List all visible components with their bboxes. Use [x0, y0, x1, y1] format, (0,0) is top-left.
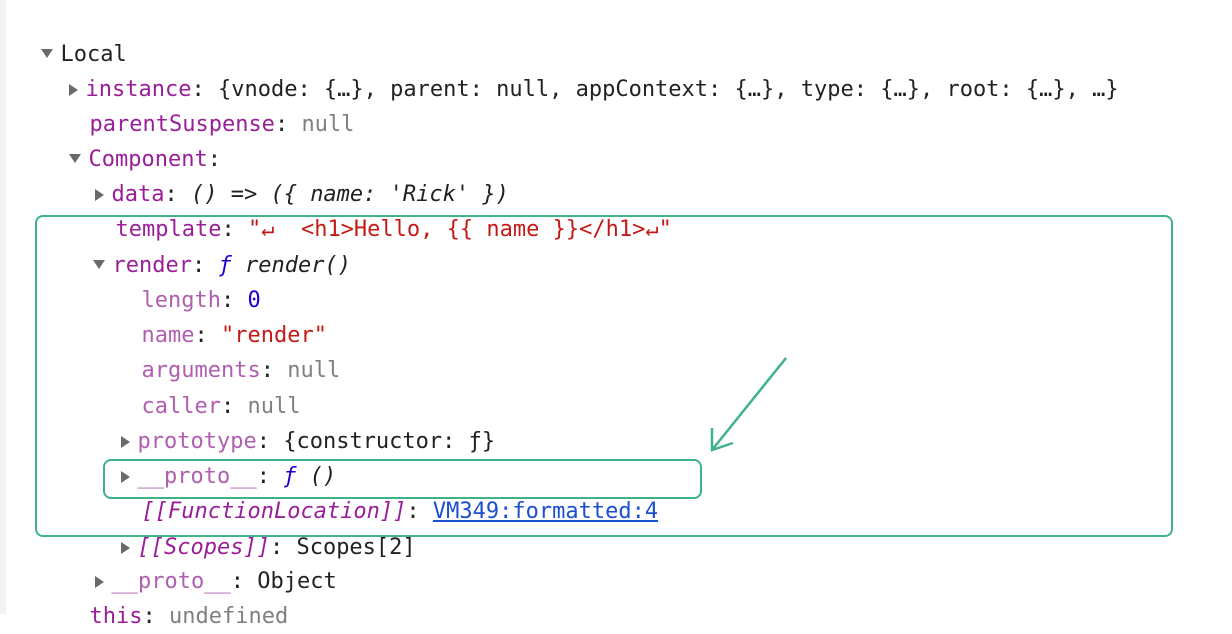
function-location-link[interactable]: VM349:formatted:4 [432, 499, 659, 524]
property-parent-suspense: parentSuspense: null [89, 112, 355, 137]
property-key: render [112, 253, 192, 278]
property-value: () [309, 464, 337, 489]
property-key: caller [141, 394, 221, 419]
function-symbol: ƒ [218, 253, 232, 278]
expand-triangle-icon[interactable] [94, 189, 104, 201]
property-value: {vnode: {…}, parent: null, appContext: {… [217, 77, 1119, 102]
property-value: Scopes[2] [296, 535, 416, 560]
property-key: __proto__ [111, 569, 231, 594]
property-key: data [111, 182, 165, 207]
property-key: prototype [137, 429, 257, 454]
property-key: instance [85, 77, 192, 102]
collapse-triangle-icon[interactable] [68, 153, 81, 163]
property-length: length: 0 [141, 288, 261, 313]
property-value: () => ({ name: 'Rick' }) [190, 182, 509, 207]
property-value: undefined [168, 604, 289, 629]
property-scopes[interactable]: [[Scopes]]: Scopes[2] [94, 497, 416, 560]
expand-triangle-icon[interactable] [68, 84, 78, 96]
scope-title: Local [60, 42, 127, 67]
scope-local-header[interactable]: Local [14, 4, 127, 67]
property-function-location: [[FunctionLocation]]: VM349:formatted:4 [141, 499, 659, 524]
expand-triangle-icon[interactable] [94, 576, 104, 588]
property-key: parentSuspense [89, 112, 275, 137]
property-caller: caller: null [141, 394, 301, 419]
property-key: this [89, 604, 143, 629]
property-name: name: "render" [141, 323, 327, 348]
property-value: Object [257, 569, 337, 594]
property-key: name [141, 323, 195, 348]
property-this: this: undefined [89, 604, 289, 629]
property-value: null [247, 394, 301, 419]
property-value: "↵ <h1>Hello, {{ name }}</h1>↵" [247, 217, 672, 242]
property-prototype[interactable]: prototype: {constructor: ƒ} [94, 391, 495, 454]
property-render-proto[interactable]: __proto__: ƒ () [94, 426, 336, 489]
property-value: {constructor: ƒ} [283, 429, 496, 454]
render-highlight-box [35, 215, 1173, 537]
annotation-arrow-icon [710, 357, 787, 452]
property-key: __proto__ [137, 464, 257, 489]
property-key: [[FunctionLocation]] [141, 499, 407, 524]
property-key: template [115, 217, 222, 242]
function-symbol: ƒ [283, 464, 297, 489]
property-value: 0 [247, 288, 261, 313]
property-key: length [141, 288, 221, 313]
property-key: [[Scopes]] [137, 535, 270, 560]
property-key: Component [88, 147, 208, 172]
property-render[interactable]: render: ƒ render() [66, 215, 351, 278]
property-value: "render" [220, 323, 327, 348]
property-key: arguments [141, 358, 261, 383]
property-template: template: "↵ <h1>Hello, {{ name }}</h1>↵… [115, 217, 672, 242]
property-arguments: arguments: null [141, 358, 341, 383]
collapse-triangle-icon[interactable] [40, 48, 53, 58]
property-component-proto[interactable]: __proto__: Object [68, 531, 337, 594]
function-signature: render() [244, 253, 351, 278]
expand-triangle-icon[interactable] [120, 436, 130, 448]
property-value: null [301, 112, 355, 137]
property-data[interactable]: data: () => ({ name: 'Rick' }) [68, 144, 509, 207]
expand-triangle-icon[interactable] [120, 542, 130, 554]
expand-triangle-icon[interactable] [120, 471, 130, 483]
property-value: null [287, 358, 341, 383]
property-component[interactable]: Component: [42, 109, 221, 172]
collapse-triangle-icon[interactable] [92, 259, 105, 269]
property-instance[interactable]: instance: {vnode: {…}, parent: null, app… [42, 39, 1119, 102]
function-location-highlight-box [103, 459, 702, 499]
panel-left-border [0, 0, 6, 614]
